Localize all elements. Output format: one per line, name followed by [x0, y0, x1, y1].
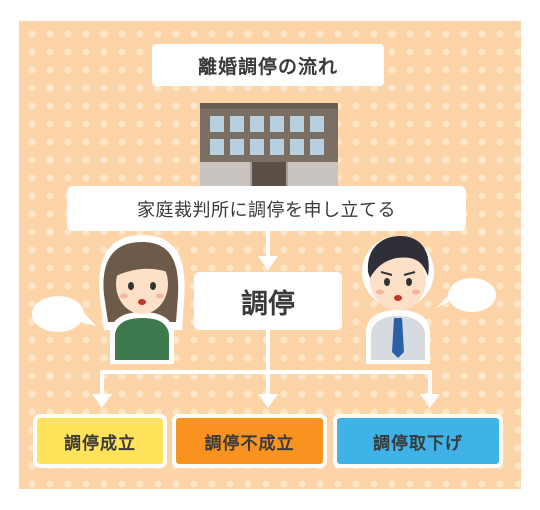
page-title: 離婚調停の流れ [152, 44, 384, 86]
speech-bubble-icon [32, 278, 496, 332]
step-apply-court: 家庭裁判所に調停を申し立てる [67, 186, 466, 231]
wife-icon [99, 235, 185, 364]
step-mediation: 調停 [194, 272, 342, 330]
flow-arrows [92, 231, 440, 408]
husband-icon [362, 236, 434, 364]
outcome-withdrawn: 調停取下げ [333, 414, 503, 468]
courthouse-icon [200, 103, 338, 187]
outcome-unsettled: 調停不成立 [172, 414, 327, 468]
outcome-settled: 調停成立 [33, 414, 167, 468]
